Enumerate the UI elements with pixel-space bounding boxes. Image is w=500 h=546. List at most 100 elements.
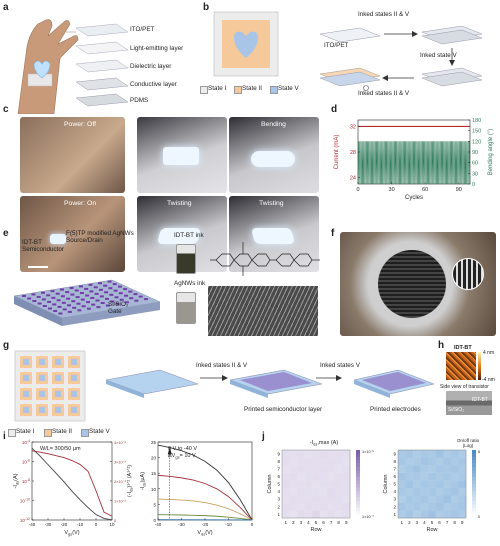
j1-cell bbox=[342, 480, 351, 488]
transistor-dot bbox=[129, 297, 134, 300]
state-grid-cells bbox=[20, 356, 80, 416]
i1-y2tick-label: 0 bbox=[114, 519, 116, 523]
j1-cell bbox=[327, 450, 336, 458]
j1-colorbar-seg bbox=[356, 490, 360, 495]
j2-cell bbox=[443, 465, 452, 473]
j2-cell bbox=[435, 480, 444, 488]
j1-cell bbox=[312, 480, 320, 488]
j2-cell bbox=[428, 457, 436, 466]
j2-cell bbox=[413, 472, 421, 481]
j1-cell bbox=[297, 472, 305, 481]
j1-colorbar-seg bbox=[356, 497, 360, 502]
j1-cell bbox=[289, 450, 298, 458]
panel-letter-b: b bbox=[203, 2, 210, 13]
transistor-dot bbox=[66, 297, 71, 300]
transistor-dot bbox=[27, 297, 32, 300]
transistor-dot bbox=[133, 293, 138, 296]
i1-ytick-label: 10-10 bbox=[20, 498, 30, 504]
transistor-dot bbox=[96, 306, 101, 309]
transistor-dot bbox=[31, 293, 36, 296]
j2-cell bbox=[443, 495, 452, 504]
d-xtick-label: 90 bbox=[456, 187, 462, 193]
j2-cell bbox=[405, 472, 414, 481]
j2-cell bbox=[435, 450, 444, 458]
layer-label-dielectric: Dielectric layer bbox=[130, 63, 172, 70]
panel-letter-e: e bbox=[3, 228, 9, 239]
i2-ytick-label: 20 bbox=[151, 456, 157, 461]
state-cell-inner bbox=[39, 375, 45, 381]
j1-cell bbox=[334, 472, 343, 481]
j2-ytick-label: 6 bbox=[393, 474, 396, 479]
j1-colorbar-seg bbox=[356, 463, 360, 468]
photo-power-off: Power: Off bbox=[20, 117, 125, 193]
j1-colorbar-top: 1×10⁻⁵ bbox=[362, 450, 375, 454]
j2-cell bbox=[398, 502, 406, 511]
j1-colorbar-seg bbox=[356, 484, 360, 488]
g-legend-label-3: State V bbox=[89, 428, 110, 435]
j2-ytick-label: 3 bbox=[393, 497, 396, 502]
transistor-dot bbox=[51, 296, 56, 299]
transistor-dot bbox=[52, 303, 57, 306]
j1-cell bbox=[304, 450, 313, 458]
transistor-dot bbox=[100, 302, 105, 304]
d-ytick-label: 24 bbox=[350, 176, 356, 182]
j2-cell bbox=[405, 502, 414, 511]
j2-cell bbox=[420, 480, 429, 488]
transistor-dot bbox=[50, 290, 55, 293]
legend-swatch-state1 bbox=[200, 86, 208, 94]
transistor-dot bbox=[69, 287, 74, 289]
j2-colorbar-seg bbox=[472, 497, 476, 502]
transistor-dot bbox=[112, 283, 117, 286]
j1-colorbar-seg bbox=[356, 494, 360, 498]
state-cell-inner bbox=[55, 407, 61, 413]
j2-cell bbox=[435, 487, 444, 496]
j2-xtick-label: 7 bbox=[446, 520, 449, 525]
transistor-dot bbox=[60, 288, 64, 291]
j1-ytick-label: 8 bbox=[277, 459, 280, 464]
i1-xlabel: Vgs(V) bbox=[64, 530, 79, 537]
j2-colorbar-seg bbox=[472, 487, 476, 491]
transistor-dot bbox=[62, 308, 67, 311]
transistor-dot bbox=[56, 299, 61, 302]
j1-cell bbox=[327, 465, 336, 473]
j1-cell bbox=[312, 495, 320, 504]
j1-cell bbox=[334, 502, 343, 511]
i2-arrow-head bbox=[167, 446, 172, 455]
j1-colorbar-seg bbox=[356, 460, 360, 464]
j2-cell bbox=[413, 487, 421, 496]
j2-cell bbox=[450, 465, 459, 473]
j2-cell bbox=[420, 465, 429, 473]
j1-colorbar-seg bbox=[356, 487, 360, 491]
transistor-dot bbox=[58, 312, 63, 315]
j2-cell bbox=[428, 510, 436, 519]
g-caption1: Printed semiconductor layer bbox=[244, 406, 323, 413]
j2-colorbar-seg bbox=[472, 467, 476, 471]
transistor-dot bbox=[61, 301, 66, 304]
j1-cell bbox=[304, 495, 313, 504]
j1-cell bbox=[327, 472, 336, 481]
j1-cell bbox=[297, 480, 305, 488]
j1-xtick-label: 4 bbox=[307, 520, 310, 525]
j2-colorbar-seg bbox=[472, 484, 476, 488]
transistor-dot bbox=[86, 307, 91, 310]
j1-cell bbox=[319, 495, 328, 504]
transistor-dot bbox=[70, 293, 75, 296]
j2-colorbar-seg bbox=[472, 453, 476, 457]
j2-cell bbox=[443, 480, 452, 488]
j1-cell bbox=[334, 495, 343, 504]
j2-ytick-label: 8 bbox=[393, 459, 396, 464]
j1-xtick-label: 6 bbox=[322, 520, 325, 525]
j1-cell bbox=[342, 465, 351, 473]
j2-cell bbox=[405, 465, 414, 473]
j1-frame bbox=[281, 449, 351, 519]
j1-cell bbox=[304, 480, 313, 488]
transistor-dot bbox=[37, 302, 42, 305]
j1-cell bbox=[289, 510, 298, 519]
j1-cell bbox=[342, 472, 351, 481]
j2-cell bbox=[450, 472, 459, 481]
d-y2tick-label: 90 bbox=[472, 150, 478, 156]
j1-cell bbox=[304, 457, 313, 466]
j2-colorbar-seg bbox=[472, 514, 476, 519]
state-cell-inner bbox=[23, 391, 29, 397]
